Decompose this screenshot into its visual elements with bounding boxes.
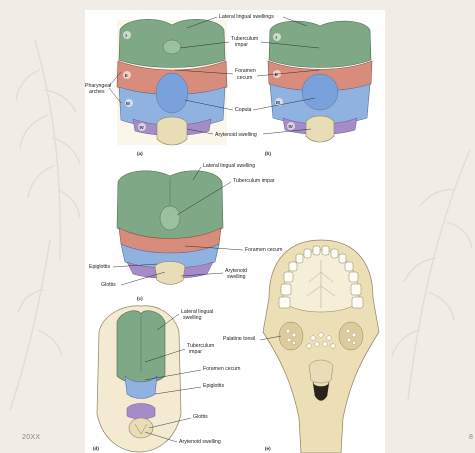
- panel-e-letter: (e): [265, 446, 271, 451]
- figure-panel: I II III IV (a) I II III IV (b) Lateral …: [85, 10, 385, 453]
- panel-b-numeral-i: I: [276, 35, 277, 40]
- label-d-tuberculum-line2: impar: [189, 349, 202, 355]
- tongue-development-figure: I II III IV (a) I II III IV (b) Lateral …: [85, 10, 385, 453]
- panel-e-diagram: [263, 240, 379, 453]
- label-foramen-cecum-line1: Foramen: [235, 68, 256, 74]
- label-c-foramen-cecum: Foramen cecum: [245, 247, 282, 253]
- panel-a-diagram: I II III IV: [117, 19, 227, 145]
- label-d-foramen-cecum: Foramen cecum: [203, 366, 240, 372]
- panel-b-numeral-iii: III: [276, 100, 280, 105]
- label-lateral-lingual-swellings: Lateral lingual swellings: [219, 14, 274, 20]
- arch-numeral-iii: III: [126, 101, 130, 106]
- leaf-decoration-right: [392, 150, 472, 400]
- panel-b-letter: (b): [265, 151, 271, 156]
- panel-d-diagram: [97, 306, 181, 452]
- panel-b-diagram: I II III IV: [268, 21, 372, 142]
- panel-a-copula: [156, 73, 188, 113]
- label-c-epiglottis: Epiglottis: [89, 264, 110, 270]
- label-copula: Copula: [235, 107, 252, 113]
- label-c-glottis: Glottis: [101, 282, 116, 288]
- panel-c-letter: (c): [137, 296, 143, 301]
- label-d-lateral-lingual-line2: swelling: [183, 315, 202, 321]
- label-pharyngeal-line2: arches: [89, 89, 105, 95]
- panel-a-letter: (a): [137, 151, 143, 156]
- label-c-lateral-lingual-swelling: Lateral lingual swelling: [203, 163, 255, 169]
- panel-a-tuberculum: [163, 40, 181, 54]
- label-c-tuberculum-impar: Tuberculum impar: [233, 178, 275, 184]
- label-foramen-cecum-line2: cecum: [237, 75, 252, 81]
- label-d-epiglottis: Epiglottis: [203, 383, 224, 389]
- slide-footer-date: 20XX: [22, 434, 40, 441]
- leaf-decoration-left: [10, 40, 80, 410]
- label-e-palatine-tonsil: Palatine tonsil: [223, 336, 255, 342]
- label-tuberculum-impar-line2: impar: [235, 42, 248, 48]
- panel-c-diagram: [117, 171, 223, 285]
- panel-a-epiglottis: [157, 117, 187, 145]
- arch-numeral-ii: II: [125, 73, 128, 78]
- label-d-glottis: Glottis: [193, 414, 208, 420]
- label-d-arytenoid: Arytenoid swelling: [179, 439, 221, 445]
- slide-page-number: 8: [469, 434, 473, 441]
- arch-numeral-i: I: [126, 33, 127, 38]
- label-c-arytenoid-line2: swelling: [227, 274, 246, 280]
- panel-d-letter: (d): [93, 446, 99, 451]
- label-arytenoid-swelling: Arytenoid swelling: [215, 132, 257, 138]
